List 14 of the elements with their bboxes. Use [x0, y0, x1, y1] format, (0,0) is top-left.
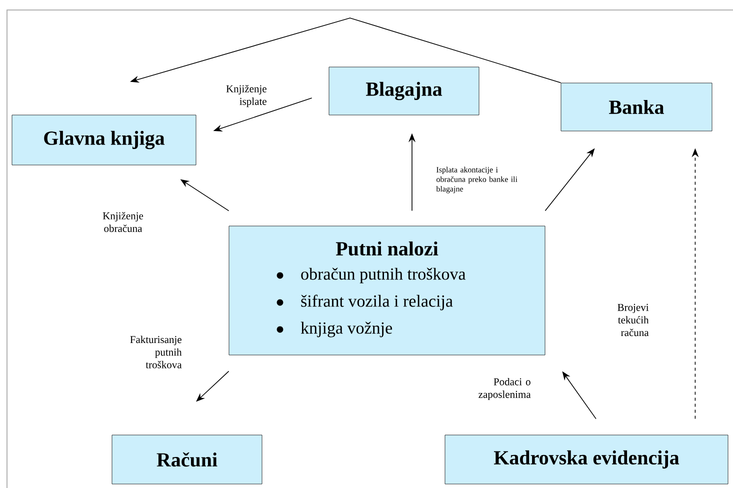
- module-box: Blagajna: [328, 66, 480, 116]
- module-box: Banka: [560, 82, 712, 132]
- list-item: knjiga vožnje: [300, 322, 392, 338]
- edge-label: Brojevi tekućih računa: [618, 304, 649, 336]
- edge-label: Isplata akontacije i obračuna preko banke ili blagajne: [436, 166, 518, 194]
- module-box: Računi: [112, 434, 262, 484]
- module-box: Kadrovska evidencija: [444, 434, 728, 484]
- list-item: šifrant vozila i relacija: [301, 294, 453, 310]
- edge-label: Knjiženje obračuna: [102, 212, 144, 232]
- edge-label: Fakturisanje putnih troškova: [130, 336, 182, 368]
- edge-label: Knjiženje isplate: [226, 84, 266, 108]
- list-item: obračun putnih troškova: [301, 268, 466, 284]
- module-box: Glavna knjiga: [12, 114, 196, 166]
- edge-label: Podaci o zaposlenima: [478, 378, 531, 400]
